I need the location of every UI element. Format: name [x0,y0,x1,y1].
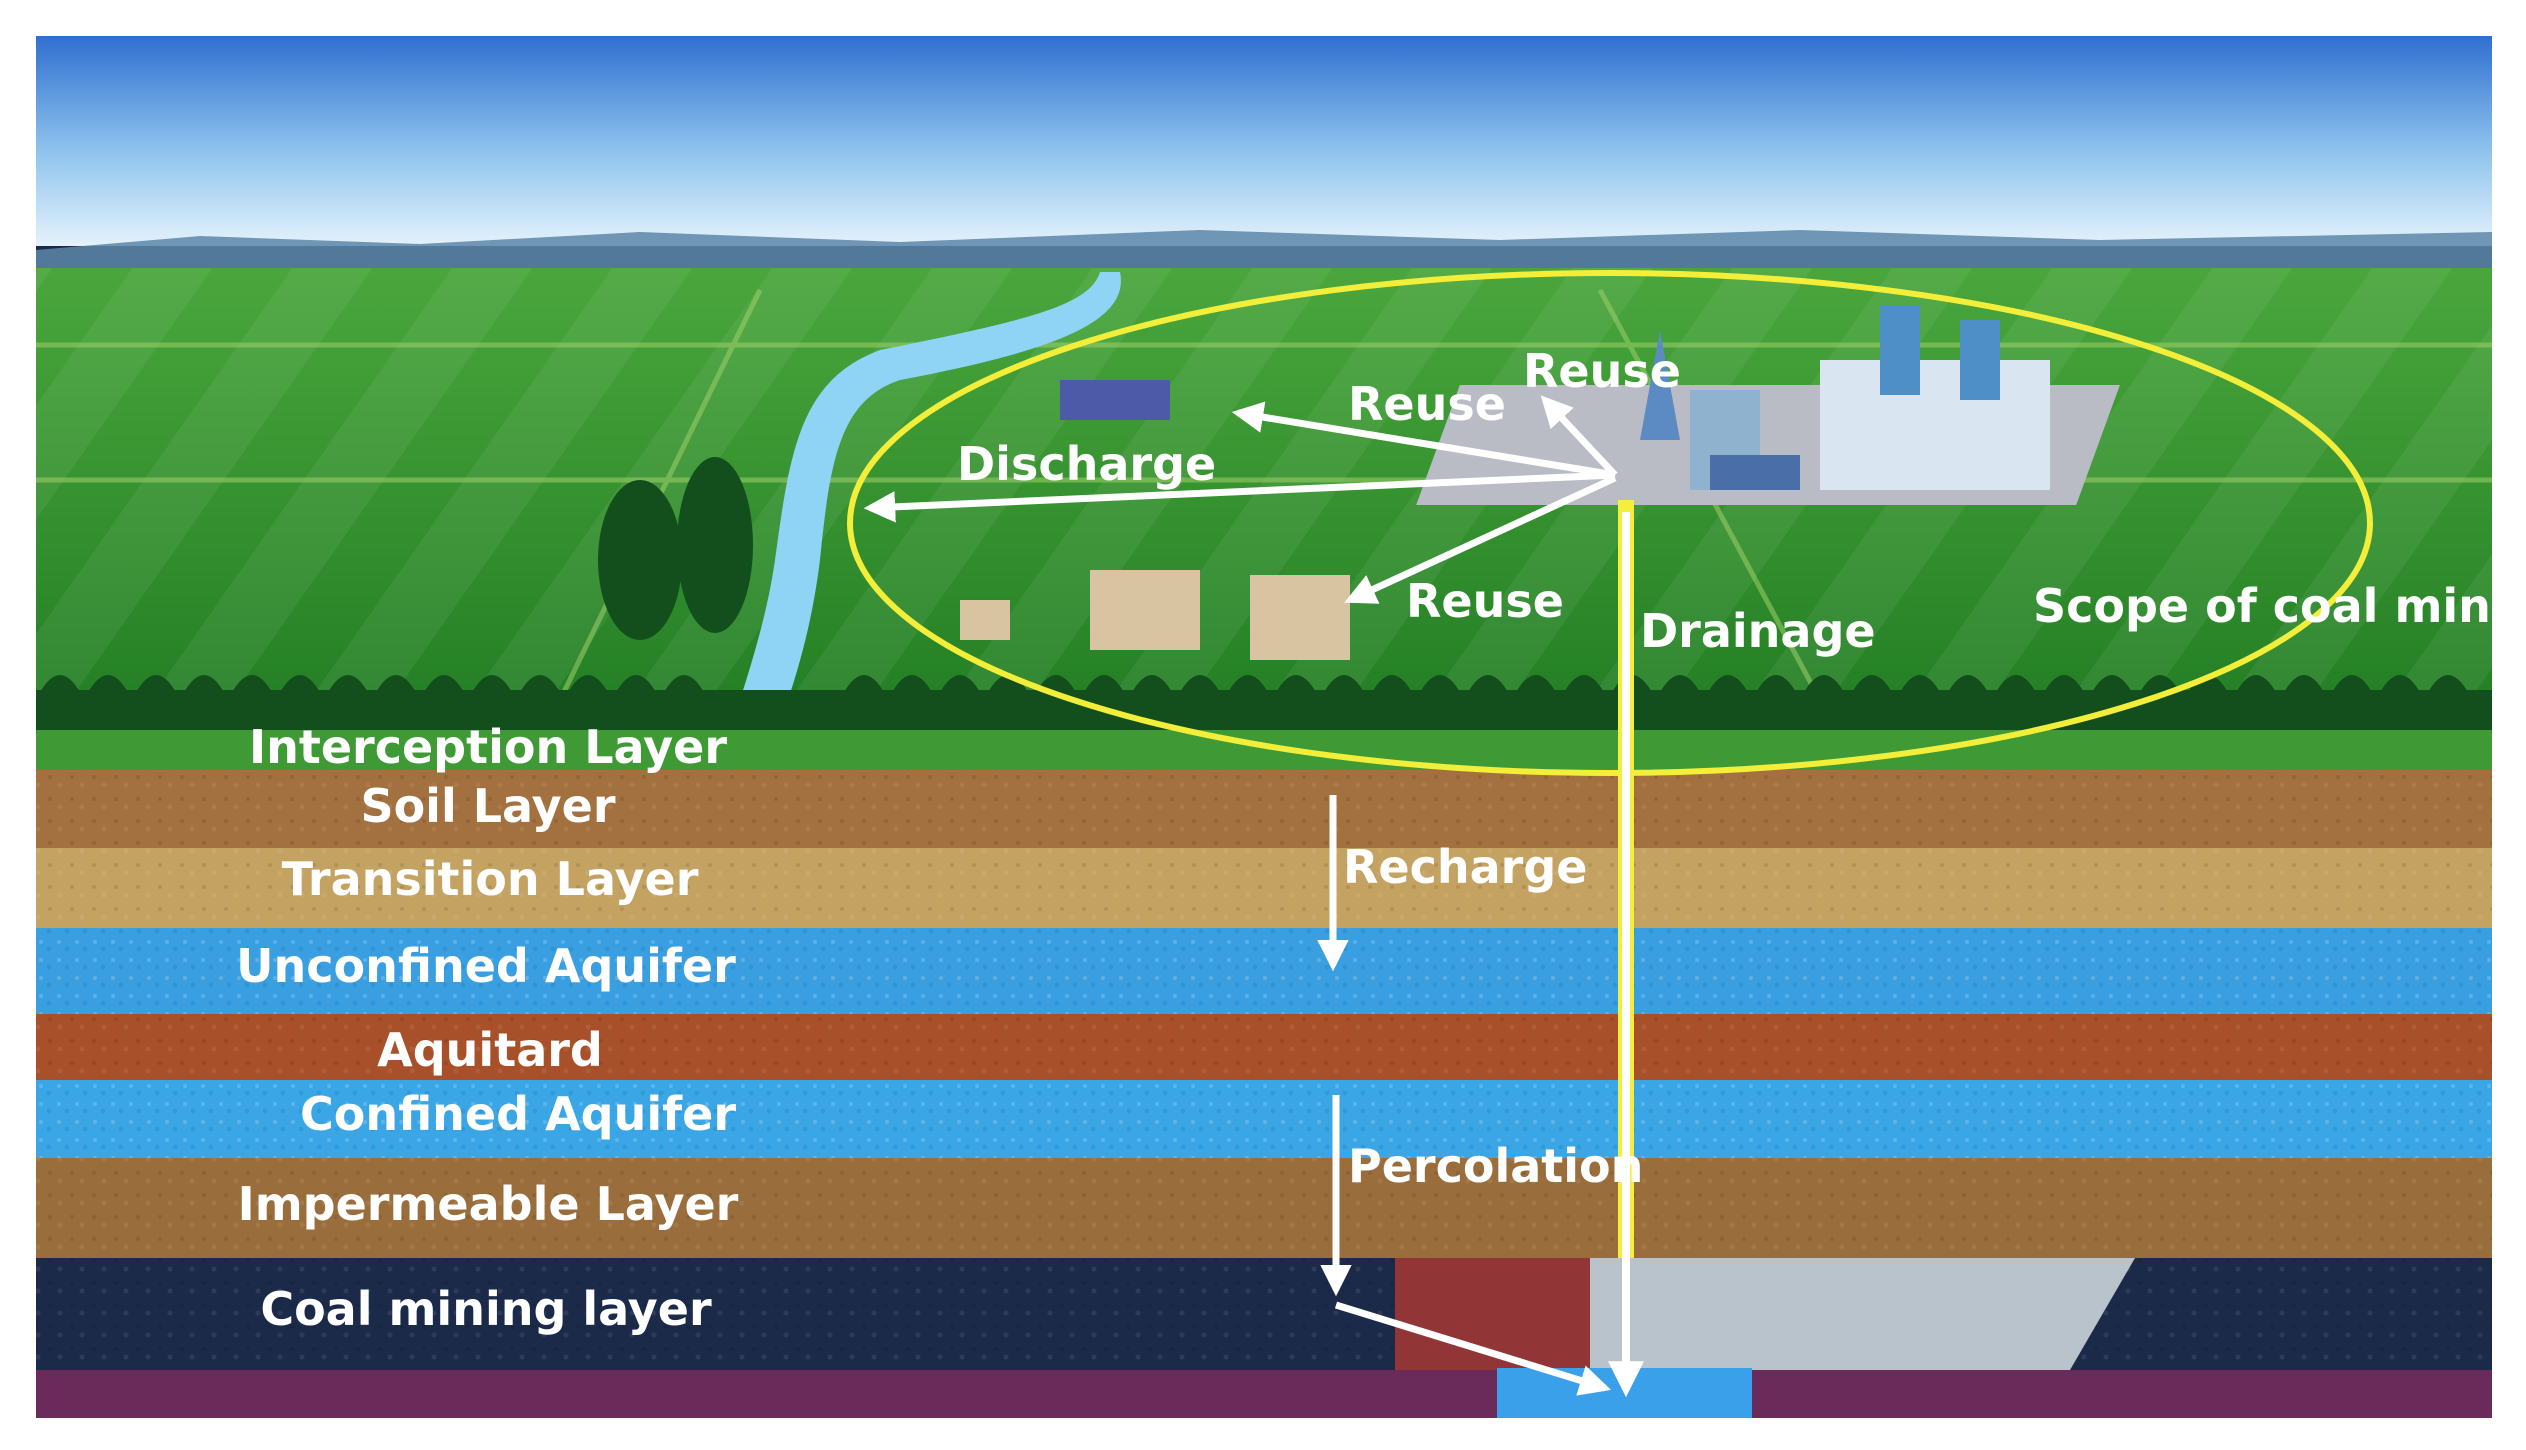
discharge-label: Discharge [957,437,1216,491]
tree-line [36,457,2492,730]
base-layer [36,1370,2492,1418]
reuse-left-label: Reuse [1348,377,1506,431]
layer-label-coal-mining: Coal mining layer [260,1282,712,1336]
layer-label-soil: Soil Layer [360,779,615,833]
distant-hills [36,230,2492,275]
to-sump-arrow [1334,1301,1612,1396]
layer-label-interception: Interception Layer [249,720,727,774]
reuse-top-label: Reuse [1523,344,1681,398]
percolation-label: Percolation [1348,1139,1643,1193]
layer-label-unconfined-aquifer: Unconfined Aquifer [236,939,736,993]
recharge-label: Recharge [1343,840,1588,894]
reuse-bottom-arrow [1344,474,1617,604]
scope-ellipse [847,270,2373,776]
layer-label-confined-aquifer: Confined Aquifer [300,1087,736,1141]
layer-label-aquitard: Aquitard [377,1023,603,1077]
layer-label-transition: Transition Layer [282,852,699,906]
layer-label-impermeable: Impermeable Layer [238,1177,739,1231]
reuse-left-arrow [1231,401,1616,479]
flow-arrows [863,395,1618,1396]
grass-strip [36,730,2492,770]
scope-label: Scope of coal mine [2033,579,2522,633]
discharge-arrow [863,471,1616,523]
reuse-top-arrow [1540,395,1618,478]
drainage-label: Drainage [1640,604,1876,658]
village [960,380,1350,660]
reuse-bottom-label: Reuse [1406,574,1564,628]
sky [36,36,2492,246]
